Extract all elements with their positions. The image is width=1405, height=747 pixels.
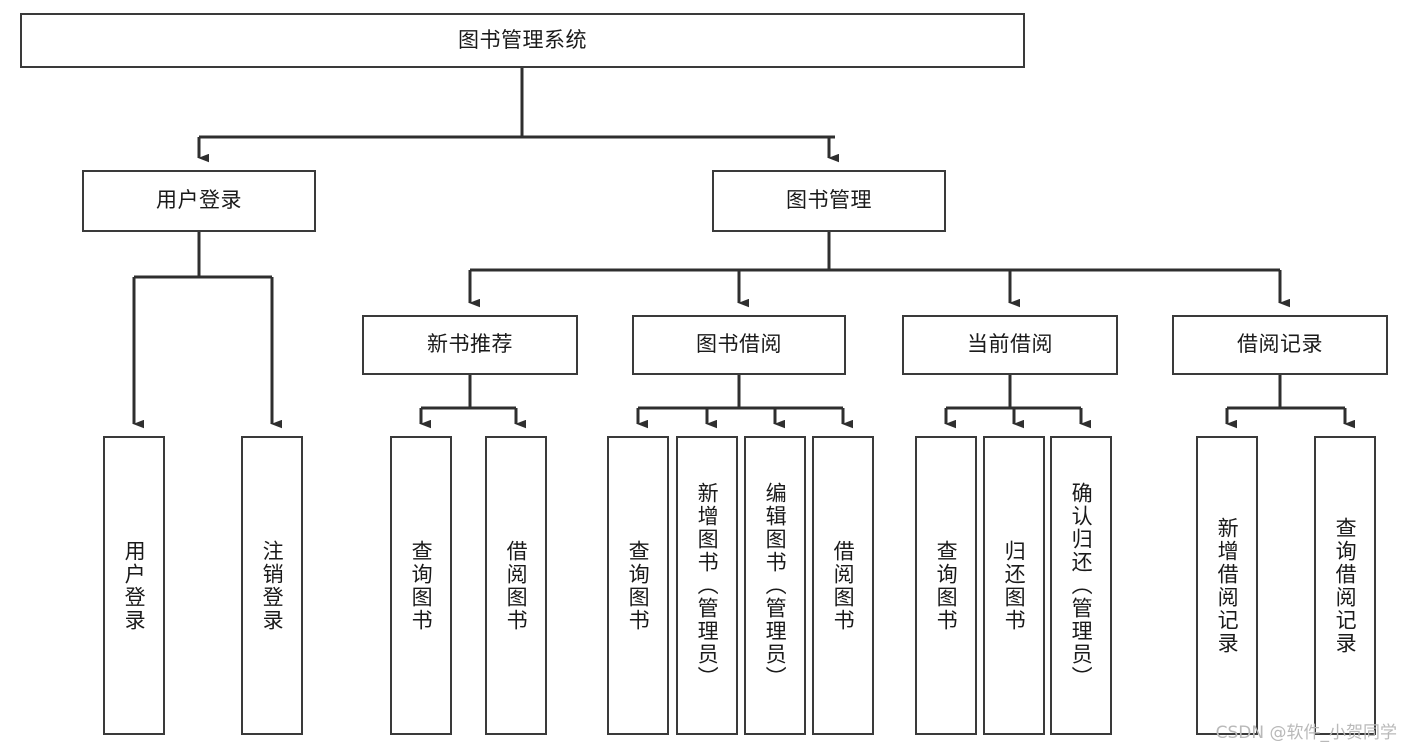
node-leaf-confirm-return[interactable]: 确认归还（管理员）	[1050, 436, 1112, 735]
node-leaf-return-book-label: 归还图书	[1002, 539, 1027, 632]
node-leaf-query-book-3-label: 查询图书	[934, 539, 959, 632]
node-root-label: 图书管理系统	[458, 27, 587, 52]
node-leaf-user-login[interactable]: 用户登录	[103, 436, 165, 735]
node-leaf-add-book[interactable]: 新增图书（管理员）	[676, 436, 738, 735]
node-leaf-query-book-1-label: 查询图书	[409, 539, 434, 632]
node-leaf-edit-book[interactable]: 编辑图书（管理员）	[744, 436, 806, 735]
node-user-login[interactable]: 用户登录	[82, 170, 316, 232]
node-book-manage-label: 图书管理	[786, 188, 872, 213]
node-leaf-confirm-return-label: 确认归还（管理员）	[1069, 482, 1094, 689]
node-current-borrow[interactable]: 当前借阅	[902, 315, 1118, 375]
node-book-manage[interactable]: 图书管理	[712, 170, 946, 232]
node-leaf-query-record-label: 查询借阅记录	[1333, 516, 1358, 655]
node-leaf-user-logout[interactable]: 注销登录	[241, 436, 303, 735]
watermark-text: CSDN @软件_小贺同学	[1215, 723, 1397, 743]
node-borrow-record[interactable]: 借阅记录	[1172, 315, 1388, 375]
node-leaf-query-book-2-label: 查询图书	[626, 539, 651, 632]
node-leaf-user-logout-label: 注销登录	[260, 539, 285, 632]
node-leaf-borrow-book-2[interactable]: 借阅图书	[812, 436, 874, 735]
node-leaf-borrow-book-1[interactable]: 借阅图书	[485, 436, 547, 735]
node-leaf-return-book[interactable]: 归还图书	[983, 436, 1045, 735]
node-leaf-borrow-book-1-label: 借阅图书	[504, 539, 529, 632]
node-current-borrow-label: 当前借阅	[967, 332, 1053, 357]
node-new-book-rec[interactable]: 新书推荐	[362, 315, 578, 375]
node-leaf-add-book-label: 新增图书（管理员）	[695, 482, 720, 689]
node-book-borrow[interactable]: 图书借阅	[632, 315, 846, 375]
node-leaf-user-login-label: 用户登录	[122, 539, 147, 632]
node-new-book-rec-label: 新书推荐	[427, 332, 513, 357]
node-leaf-query-book-2[interactable]: 查询图书	[607, 436, 669, 735]
node-leaf-query-record[interactable]: 查询借阅记录	[1314, 436, 1376, 735]
node-leaf-query-book-3[interactable]: 查询图书	[915, 436, 977, 735]
node-leaf-add-record[interactable]: 新增借阅记录	[1196, 436, 1258, 735]
node-leaf-edit-book-label: 编辑图书（管理员）	[763, 482, 788, 689]
node-leaf-borrow-book-2-label: 借阅图书	[831, 539, 856, 632]
node-book-borrow-label: 图书借阅	[696, 332, 782, 357]
node-borrow-record-label: 借阅记录	[1237, 332, 1323, 357]
node-leaf-query-book-1[interactable]: 查询图书	[390, 436, 452, 735]
node-root[interactable]: 图书管理系统	[20, 13, 1025, 68]
node-user-login-label: 用户登录	[156, 188, 242, 213]
node-leaf-add-record-label: 新增借阅记录	[1215, 516, 1240, 655]
